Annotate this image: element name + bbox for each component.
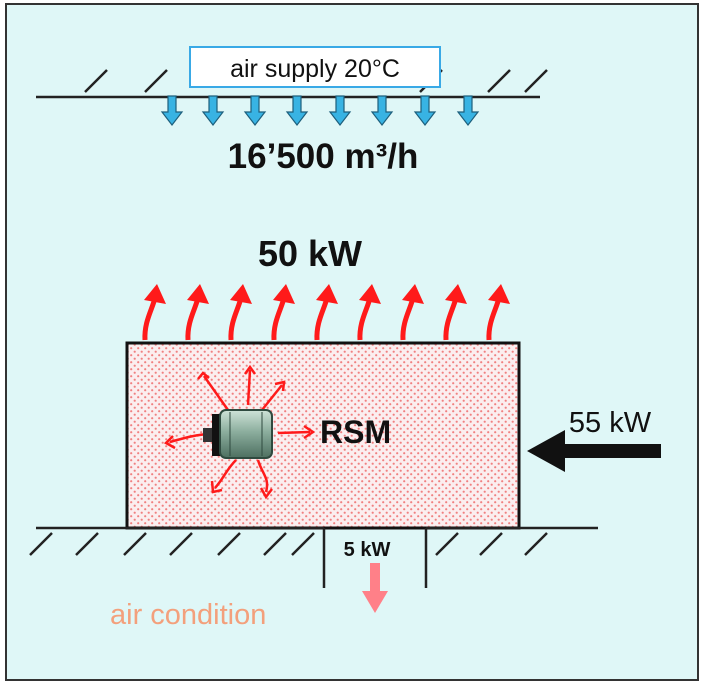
down-arrow-icon xyxy=(243,95,267,126)
drain-arrow xyxy=(362,563,388,613)
heat-arrows xyxy=(142,284,510,341)
air-supply-box xyxy=(189,46,441,88)
floor xyxy=(29,526,598,588)
down-arrow-icon xyxy=(328,95,352,126)
heat-out-label: 50 kW xyxy=(258,233,362,274)
air-supply-label: air supply 20°C xyxy=(230,55,400,83)
motor-label: RSM xyxy=(320,414,391,450)
heat-drain-label: 5 kW xyxy=(344,539,391,561)
curved-up-arrow-icon xyxy=(357,284,381,341)
curved-up-arrow-icon xyxy=(486,284,510,341)
curved-up-arrow-icon xyxy=(142,284,166,341)
curved-up-arrow-icon xyxy=(228,284,252,341)
curved-up-arrow-icon xyxy=(314,284,338,341)
down-arrow-icon xyxy=(413,95,437,126)
air-condition-label: air condition xyxy=(110,599,266,631)
heat-in-arrow xyxy=(527,430,661,472)
down-arrow-icon xyxy=(370,95,394,126)
down-arrow-icon xyxy=(160,95,184,126)
airflow-label: 16’500 m³/h xyxy=(228,137,419,176)
down-arrow-icon xyxy=(456,95,480,126)
curved-up-arrow-icon xyxy=(400,284,424,341)
supply-arrows xyxy=(160,95,480,126)
motor-icon xyxy=(203,409,273,459)
heat-in-label: 55 kW xyxy=(569,407,652,439)
down-arrow-icon xyxy=(285,95,309,126)
curved-up-arrow-icon xyxy=(443,284,467,341)
down-arrow-icon xyxy=(201,95,225,126)
curved-up-arrow-icon xyxy=(271,284,295,341)
curved-up-arrow-icon xyxy=(185,284,209,341)
